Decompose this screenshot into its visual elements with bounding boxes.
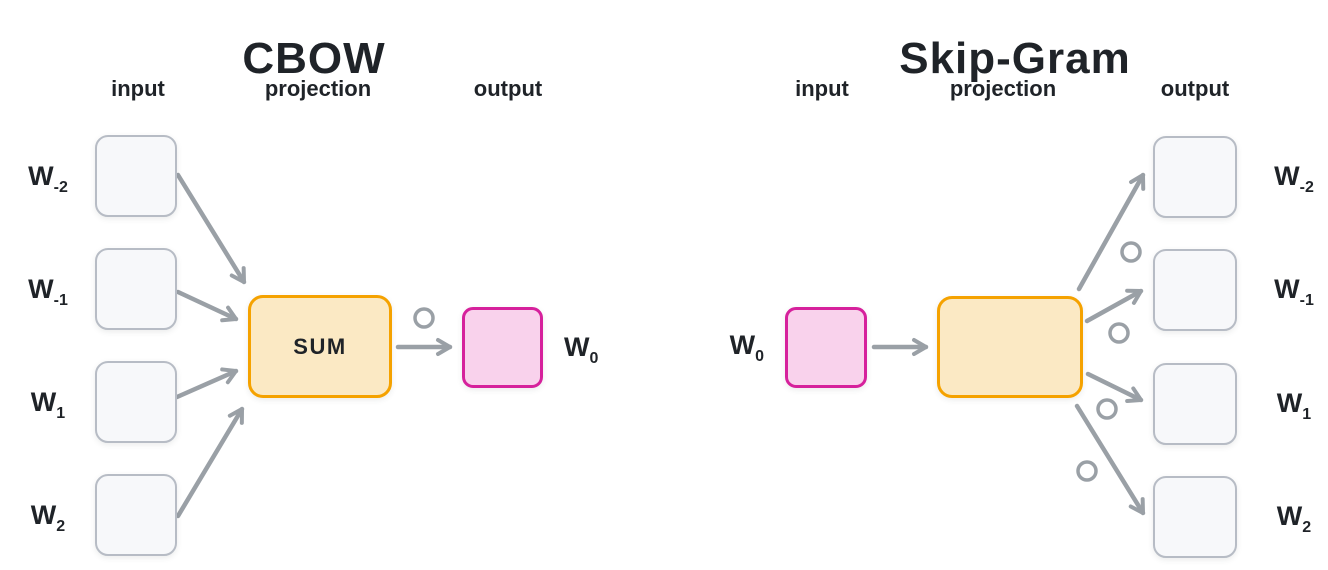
skipgram-arrow-to-w-1 (1084, 288, 1144, 324)
word-symbol: W (729, 330, 756, 360)
skipgram-header-output: output (1160, 76, 1230, 101)
word-subscript: -2 (53, 179, 68, 196)
word-subscript: 1 (56, 405, 66, 422)
skipgram-circle-marker-2 (1108, 322, 1130, 344)
skipgram-projection-box (937, 296, 1083, 398)
word-symbol: W (1274, 274, 1300, 304)
word-subscript: -1 (1299, 292, 1314, 309)
word-symbol: W (30, 387, 57, 417)
word-symbol: W (30, 500, 57, 530)
word-symbol: W (1276, 388, 1303, 418)
word-symbol: W (28, 274, 54, 304)
cbow-input-label-w-2: W-2 (8, 158, 88, 196)
cbow-arrow-w1-to-sum (174, 367, 239, 400)
cbow-header-output: output (473, 76, 543, 101)
skipgram-output-box-w1 (1153, 363, 1237, 445)
word-subscript: 2 (1302, 519, 1312, 536)
cbow-output-box (462, 307, 543, 388)
skipgram-output-label-w-1: W-1 (1254, 271, 1328, 309)
word-subscript: 1 (1302, 406, 1312, 423)
cbow-title: CBOW (242, 34, 386, 84)
sum-label: SUM (293, 333, 347, 359)
skipgram-arrow-to-w-2 (1076, 172, 1146, 292)
cbow-input-box-w-2 (95, 135, 177, 217)
skipgram-output-label-w-2: W-2 (1254, 158, 1328, 196)
cbow-input-label-w1: W1 (8, 384, 88, 422)
cbow-arrow-w2-to-sum (175, 406, 245, 519)
skipgram-header-projection: projection (949, 76, 1057, 101)
cbow-input-box-w-1 (95, 248, 177, 330)
cbow-header-projection: projection (264, 76, 372, 101)
skipgram-circle-marker-1 (1120, 241, 1142, 263)
cbow-input-box-w1 (95, 361, 177, 443)
skipgram-title: Skip-Gram (899, 34, 1131, 84)
skipgram-circle-marker-4 (1076, 460, 1098, 482)
skipgram-circle-marker-3 (1096, 398, 1118, 420)
cbow-input-label-w-1: W-1 (8, 271, 88, 309)
cbow-input-box-w2 (95, 474, 177, 556)
cbow-circle-marker (413, 307, 435, 329)
cbow-header-input: input (111, 76, 165, 101)
skipgram-arrow-to-w2 (1074, 403, 1146, 516)
word-symbol: W (1274, 161, 1300, 191)
word-subscript: -2 (1299, 179, 1314, 196)
skipgram-output-box-w-1 (1153, 249, 1237, 331)
skipgram-output-box-w2 (1153, 476, 1237, 558)
skipgram-header-input: input (795, 76, 849, 101)
skipgram-output-label-w1: W1 (1254, 385, 1328, 423)
word-subscript: 0 (589, 350, 599, 367)
word-symbol: W (28, 161, 54, 191)
word-subscript: -1 (53, 292, 68, 309)
word-subscript: 0 (755, 348, 764, 365)
skipgram-output-box-w-2 (1153, 136, 1237, 218)
cbow-input-label-w2: W2 (8, 497, 88, 535)
word-symbol: W (1276, 501, 1303, 531)
skipgram-output-label-w2: W2 (1254, 498, 1328, 536)
skipgram-input-box (785, 307, 867, 388)
cbow-output-label-w0: W0 (564, 329, 644, 367)
cbow-projection-box: SUM (248, 295, 392, 398)
cbow-arrow-w-2-to-sum (175, 172, 247, 285)
skipgram-arrow-to-w1 (1085, 371, 1144, 403)
skipgram-input-label-w0: W0 (700, 327, 764, 365)
word-subscript: 2 (56, 518, 66, 535)
word-symbol: W (564, 332, 590, 362)
cbow-arrow-w-1-to-sum (175, 289, 239, 323)
